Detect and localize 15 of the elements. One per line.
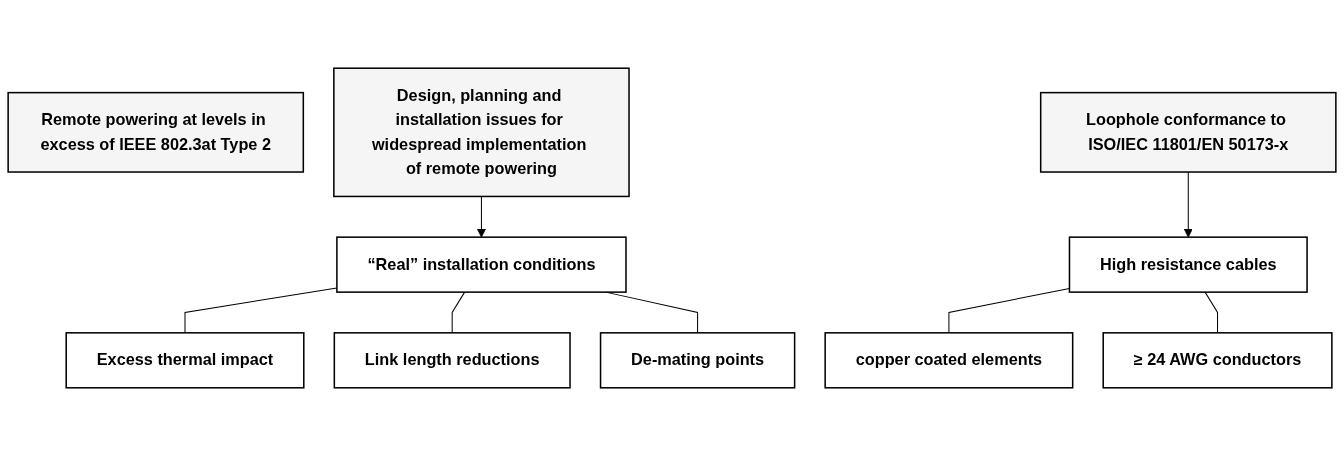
node-box: “Real” installation conditions [336, 236, 627, 293]
arrow [1183, 171, 1193, 238]
node-box: High resistance cables [1068, 236, 1308, 293]
node-box: Design, planning and installation issues for widespread implementation of remote powering [333, 67, 630, 198]
node-box: copper coated elements [824, 332, 1074, 389]
node-box: Loophole conformance to ISO/IEC 11801/EN 50173-x [1039, 91, 1337, 173]
node-box: Link length reductions [333, 332, 571, 389]
connector [451, 291, 466, 334]
node-box: ≥ 24 AWG conductors [1102, 332, 1333, 389]
arrow [476, 195, 486, 238]
node-box: Excess thermal impact [65, 332, 305, 389]
node-box: Remote powering at levels in excess of IEEE 802.3at Type 2 [7, 91, 305, 173]
node-box: De-mating points [599, 332, 796, 389]
connector [1204, 291, 1219, 334]
connector [948, 287, 1070, 334]
